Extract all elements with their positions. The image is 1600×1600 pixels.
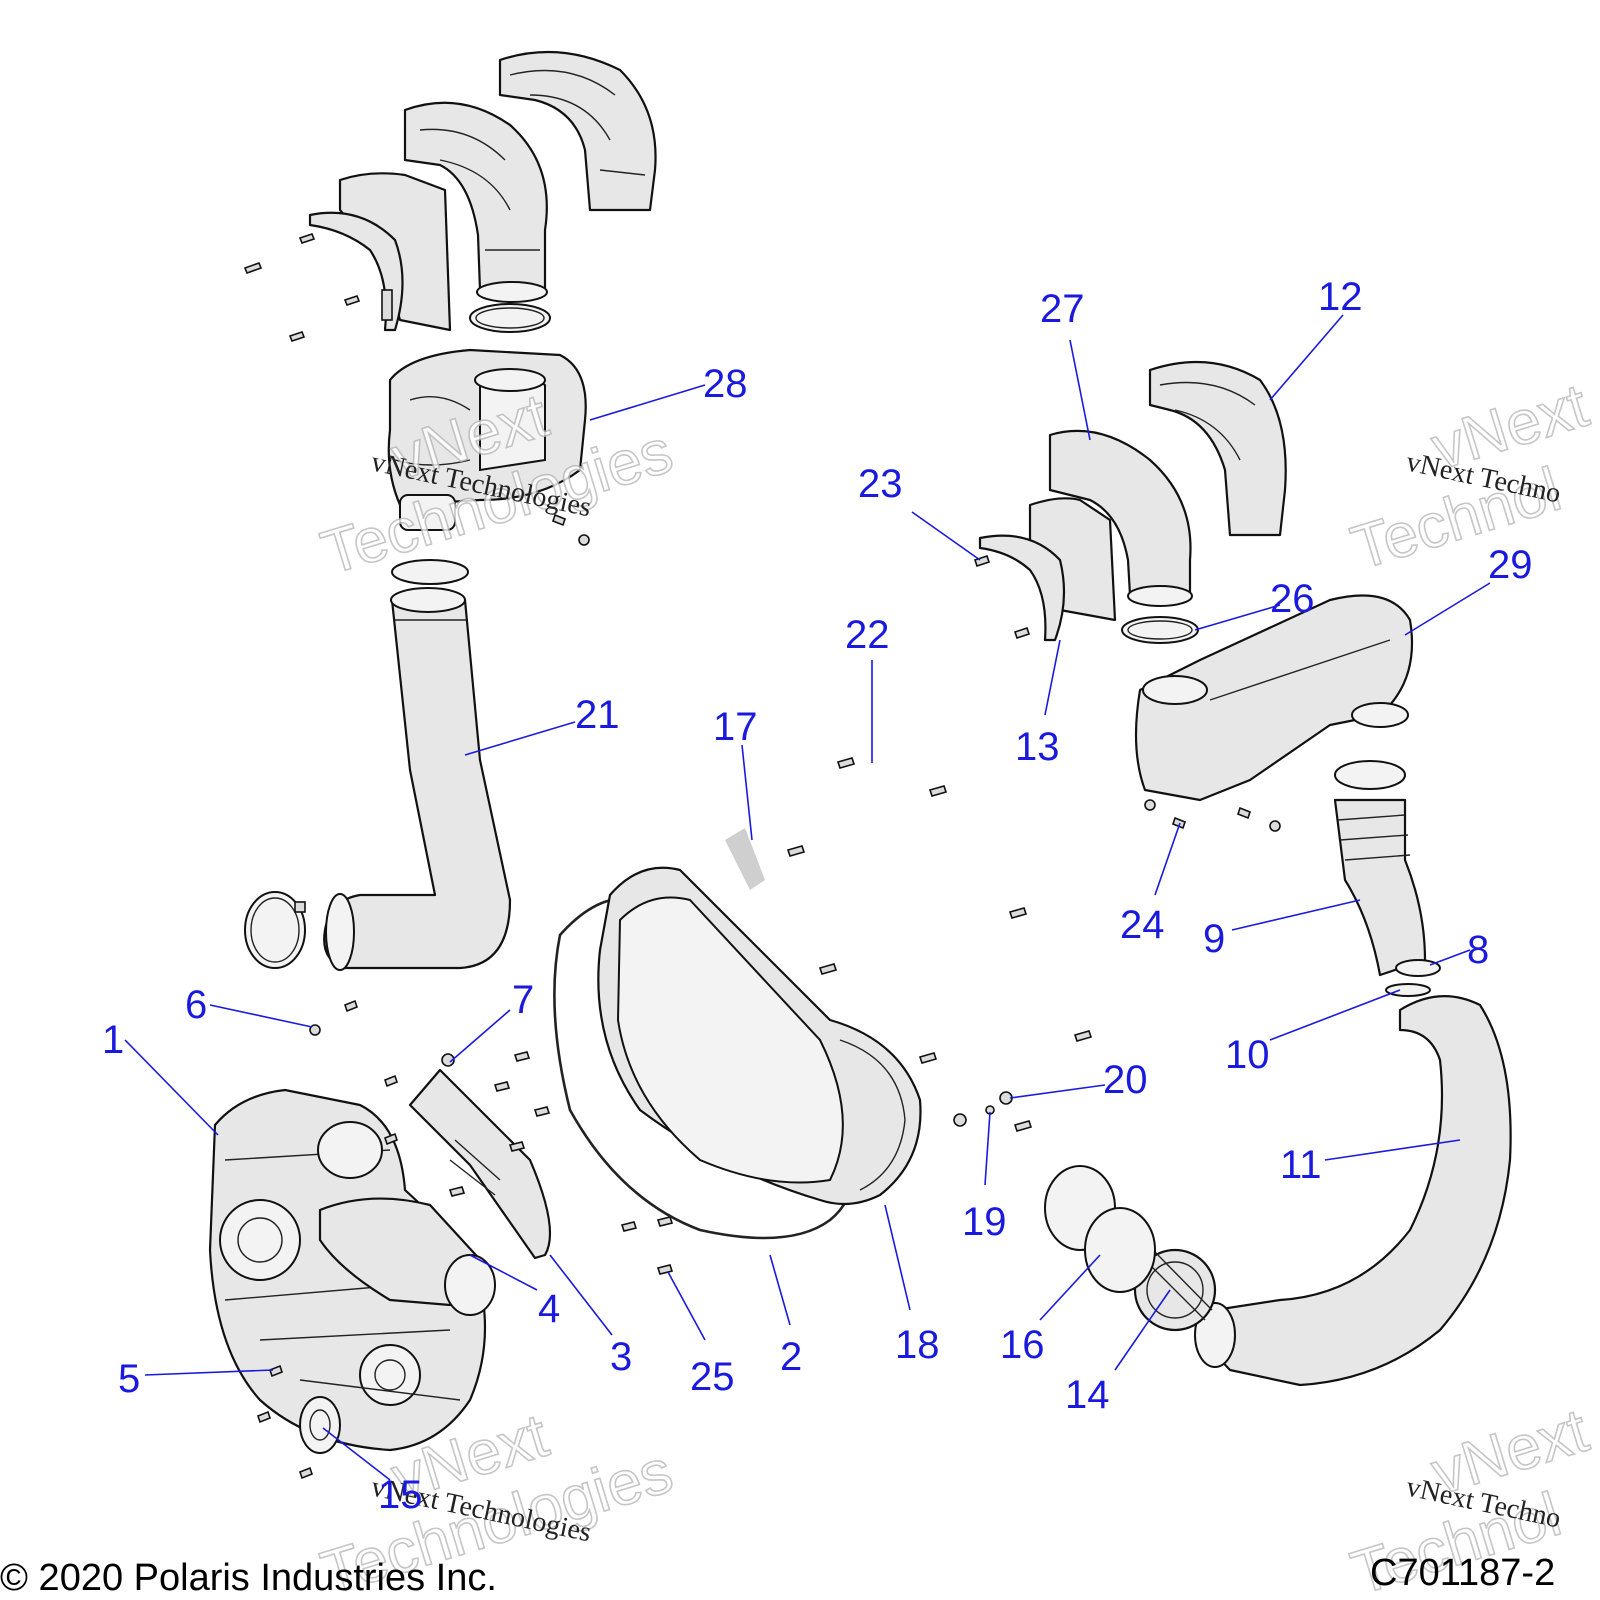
leader-29 [1404, 582, 1491, 636]
leader-9 [1231, 899, 1361, 931]
part-29-plenum [1134, 594, 1414, 802]
leader-6 [209, 1004, 313, 1028]
leader-25 [667, 1271, 706, 1341]
part-3-bolts [448, 1051, 551, 1197]
callout-labels: 1 2 3 4 5 6 7 8 9 10 11 12 13 14 15 16 1… [102, 275, 1533, 1517]
part-13-heat-shield [978, 497, 1117, 642]
leader-21 [464, 721, 576, 756]
leader-8 [1429, 949, 1471, 966]
watermark-upper-left: vNext Technologies vNext Technologies [313, 380, 681, 589]
upper-left-middle-duct [403, 101, 548, 303]
part-18-inner-cover [597, 866, 922, 1206]
leader-16 [1039, 1254, 1101, 1321]
leader-19 [984, 1111, 991, 1186]
callout-1: 1 [102, 1018, 124, 1062]
part-12-outer-duct [1148, 360, 1287, 537]
leader-10 [1269, 989, 1401, 1041]
callout-26: 26 [1270, 577, 1315, 621]
lower-left-screws [257, 999, 398, 1480]
copyright-notice: © 2020 Polaris Industries Inc. [0, 1557, 497, 1599]
callout-13: 13 [1015, 725, 1060, 769]
part-26-clamp [1121, 616, 1199, 644]
leader-18 [884, 1204, 911, 1311]
leader-27 [1069, 339, 1091, 441]
leader-12 [1269, 314, 1344, 401]
upper-left-screws [243, 233, 361, 342]
part-28-air-plenum [387, 348, 587, 531]
part-21-intake-tube [323, 559, 512, 971]
leader-17 [741, 744, 753, 841]
upper-left-outer-duct [498, 50, 657, 212]
leader-2 [769, 1254, 791, 1326]
part-3-bracket [408, 1053, 552, 1260]
callout-22: 22 [845, 613, 890, 657]
leader-15 [322, 1427, 391, 1481]
part-1-clutch-cover [208, 1088, 496, 1452]
callout-18: 18 [895, 1323, 940, 1367]
callout-4: 4 [538, 1287, 560, 1331]
part-14-coupler [1133, 1248, 1217, 1332]
part-9-boot [1333, 760, 1427, 977]
part-10-ring [1385, 983, 1431, 997]
leader-lines [124, 314, 1491, 1481]
callout-27: 27 [1040, 287, 1085, 331]
part-25-bolts [620, 1216, 674, 1275]
leader-28 [589, 384, 706, 421]
part-27-middle-duct [1048, 429, 1193, 607]
leader-20 [1009, 1084, 1106, 1099]
callout-9: 9 [1203, 917, 1225, 961]
callout-25: 25 [690, 1355, 735, 1399]
center-bolts [786, 757, 1093, 1132]
part-15-seal [299, 1396, 341, 1454]
callout-6: 6 [185, 983, 207, 1027]
leader-4 [469, 1254, 538, 1291]
callout-20: 20 [1103, 1058, 1148, 1102]
leader-24 [1154, 822, 1181, 896]
leader-1 [124, 1039, 219, 1136]
leader-5 [144, 1369, 274, 1376]
callout-23: 23 [858, 462, 903, 506]
leader-11 [1324, 1139, 1461, 1161]
callout-17: 17 [713, 705, 758, 749]
callout-7: 7 [512, 978, 534, 1022]
upper-left-heat-shield [308, 172, 452, 332]
drawing-number: C701187-2 [1370, 1552, 1555, 1594]
part-21-clamp [244, 891, 306, 969]
part-11-outlet-tube [1194, 995, 1512, 1387]
callout-2: 2 [780, 1335, 802, 1379]
callout-21: 21 [575, 693, 620, 737]
leader-23 [911, 511, 981, 561]
watermark-upper-right: vNext Technol vNext Techno [1343, 370, 1596, 584]
callout-12: 12 [1318, 275, 1363, 319]
leader-26 [1194, 604, 1281, 631]
callout-28: 28 [703, 362, 748, 406]
part-8-clamp [1395, 959, 1441, 977]
callout-3: 3 [610, 1335, 632, 1379]
callout-16: 16 [1000, 1323, 1045, 1367]
callout-24: 24 [1120, 903, 1165, 947]
part-28-bolts [552, 513, 590, 546]
part-24-hardware [973, 554, 1281, 832]
callout-10: 10 [1225, 1033, 1270, 1077]
callout-5: 5 [118, 1357, 140, 1401]
callout-29: 29 [1488, 543, 1533, 587]
callout-19: 19 [962, 1200, 1007, 1244]
callout-14: 14 [1065, 1373, 1110, 1417]
callout-15: 15 [378, 1473, 423, 1517]
leader-13 [1044, 639, 1061, 716]
upper-left-clamp [469, 303, 551, 333]
leader-7 [449, 1009, 511, 1063]
leader-14 [1114, 1289, 1171, 1371]
part-16-clamps [1044, 1165, 1156, 1293]
part-17-label [725, 828, 765, 890]
callout-8: 8 [1467, 928, 1489, 972]
leader-3 [549, 1254, 613, 1336]
callout-11: 11 [1280, 1143, 1322, 1187]
